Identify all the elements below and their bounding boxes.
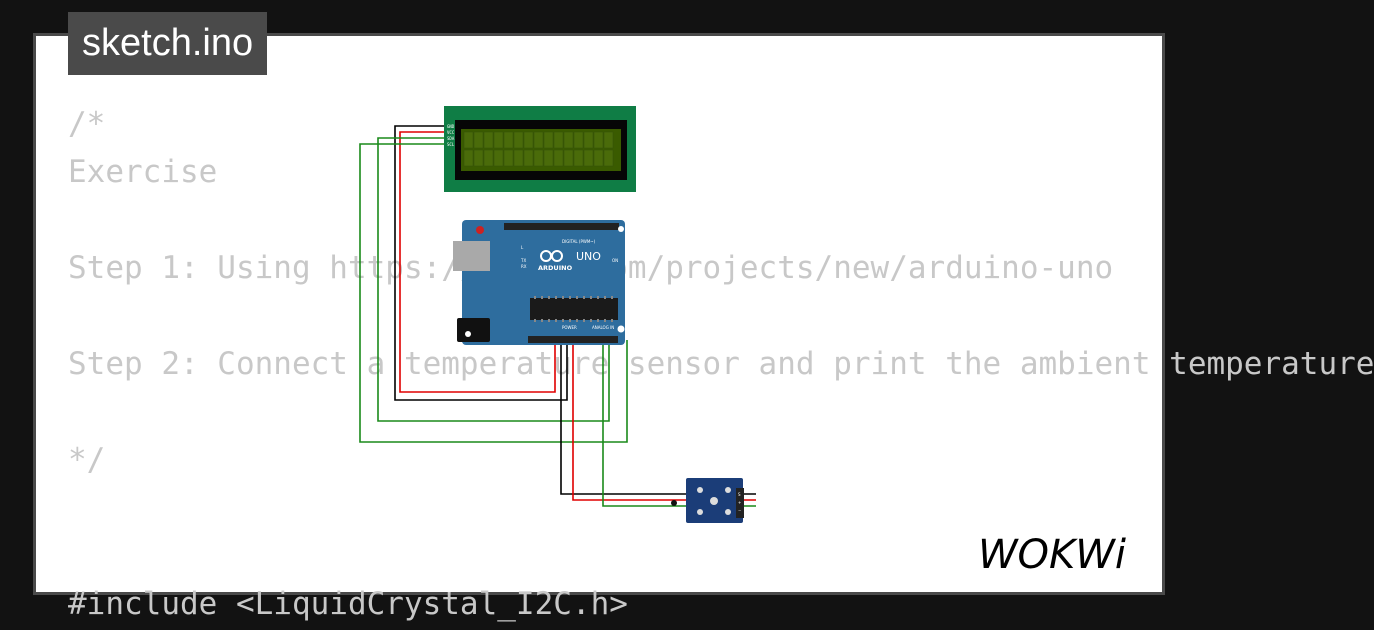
arduino-analog-label: ANALOG IN — [592, 325, 614, 330]
led-label-tx: TX — [520, 258, 526, 263]
lcd-display: GND VCC SDA SCL — [444, 106, 636, 192]
sensor-pin-plus: + — [738, 500, 741, 505]
code-line: Step 2: Connect a temperature sensor and… — [68, 346, 1374, 382]
code-line: Step 1: Using https://wokwi.com/projects… — [68, 250, 1114, 286]
wire-lcd-vcc — [399, 131, 556, 393]
arduino-power-label: POWER — [562, 325, 577, 330]
lcd-pin-vcc: VCC — [447, 130, 455, 135]
wokwi-logo-text: WOKWi — [978, 532, 1126, 578]
led-label-on: ON — [612, 258, 618, 263]
wire-lcd-gnd — [394, 125, 568, 401]
temperature-sensor-module: S + − — [671, 478, 744, 523]
lcd-pin-scl: SCL — [447, 142, 455, 147]
file-tab[interactable]: sketch.ino — [68, 12, 268, 75]
wire-lcd-sda — [377, 137, 610, 422]
lcd-pin-sda: SDA — [447, 136, 455, 141]
code-line: Exercise — [68, 154, 218, 190]
led-label-rx: RX — [521, 264, 527, 269]
code-line: #include <LiquidCrystal_I2C.h> — [68, 586, 628, 622]
lcd-pin-gnd: GND — [447, 124, 455, 129]
sensor-pin-s: S — [738, 492, 741, 497]
wire-sensor-gnd — [560, 340, 756, 495]
sensor-pin-minus: − — [738, 508, 741, 513]
led-label-l: L — [521, 245, 524, 250]
wire-lcd-scl — [359, 143, 628, 443]
arduino-uno-board: UNO ARDUINO DIGITAL (PWM~) POWER ANALOG … — [453, 220, 625, 345]
wire-sensor-vcc — [572, 340, 756, 501]
arduino-brand-label: ARDUINO — [538, 264, 573, 272]
arduino-model-label: UNO — [576, 250, 601, 263]
circuit-diagram: GND VCC SDA SCL — [359, 106, 756, 523]
code-line: */ — [68, 442, 106, 478]
code-line: /* — [68, 106, 106, 142]
wokwi-logo[interactable]: WOKWi — [978, 528, 1150, 578]
arduino-digital-label: DIGITAL (PWM~) — [562, 239, 596, 244]
